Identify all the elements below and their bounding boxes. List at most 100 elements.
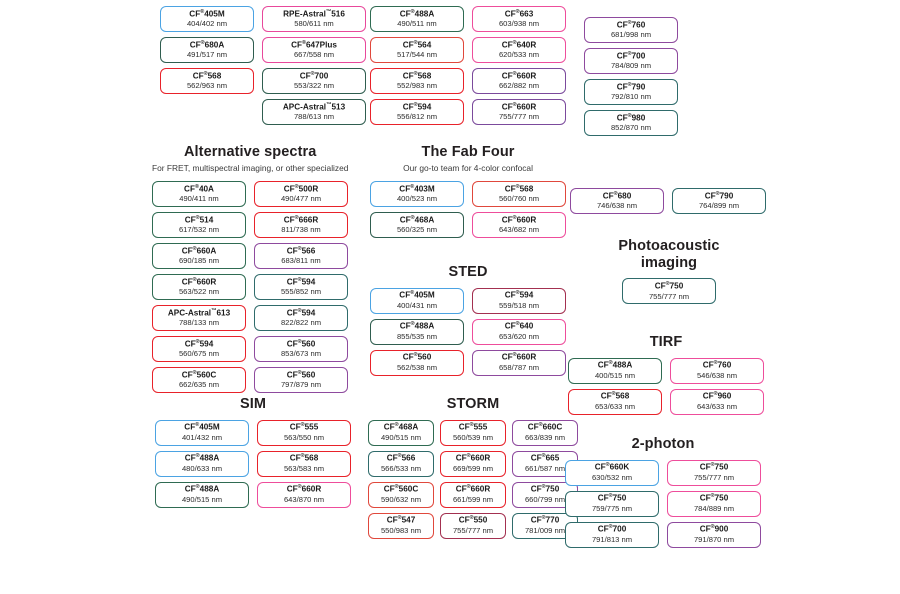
dye-excitation-emission: 784/809 nm [610, 61, 652, 71]
trademark-mark: ® [394, 422, 399, 429]
group-header-two-photon: 2-photon [565, 436, 761, 453]
dye-name: CF®790 [616, 81, 646, 92]
dye-name: CF®660R [181, 276, 217, 287]
trademark-mark: ® [301, 39, 306, 46]
dye-excitation-emission: 755/777 nm [498, 112, 540, 122]
dye-name: CF®750 [530, 484, 560, 495]
trademark-mark: ® [541, 453, 546, 460]
dye-name: CF®488A [184, 453, 220, 464]
group-header-photoacoustic: Photoacoustic imaging [604, 238, 734, 271]
dye-excitation-emission: 563/583 nm [283, 463, 325, 473]
dye-name: CF®500R [283, 183, 319, 194]
dye-excitation-emission: 603/938 nm [498, 19, 540, 29]
trademark-mark: ® [413, 352, 418, 359]
dye-excitation-emission: 663/839 nm [524, 432, 566, 442]
trademark-mark: ™ [211, 307, 217, 314]
dye-name: CF®405M [184, 422, 220, 433]
dye-name: CF®660C [527, 422, 563, 433]
trademark-mark: ® [605, 462, 610, 469]
dye-excitation-emission: 811/738 nm [281, 224, 321, 234]
dye-name: CF®550 [458, 515, 488, 526]
dye-excitation-emission: 643/682 nm [498, 224, 540, 234]
dye-excitation-emission: 563/550 nm [283, 432, 325, 442]
